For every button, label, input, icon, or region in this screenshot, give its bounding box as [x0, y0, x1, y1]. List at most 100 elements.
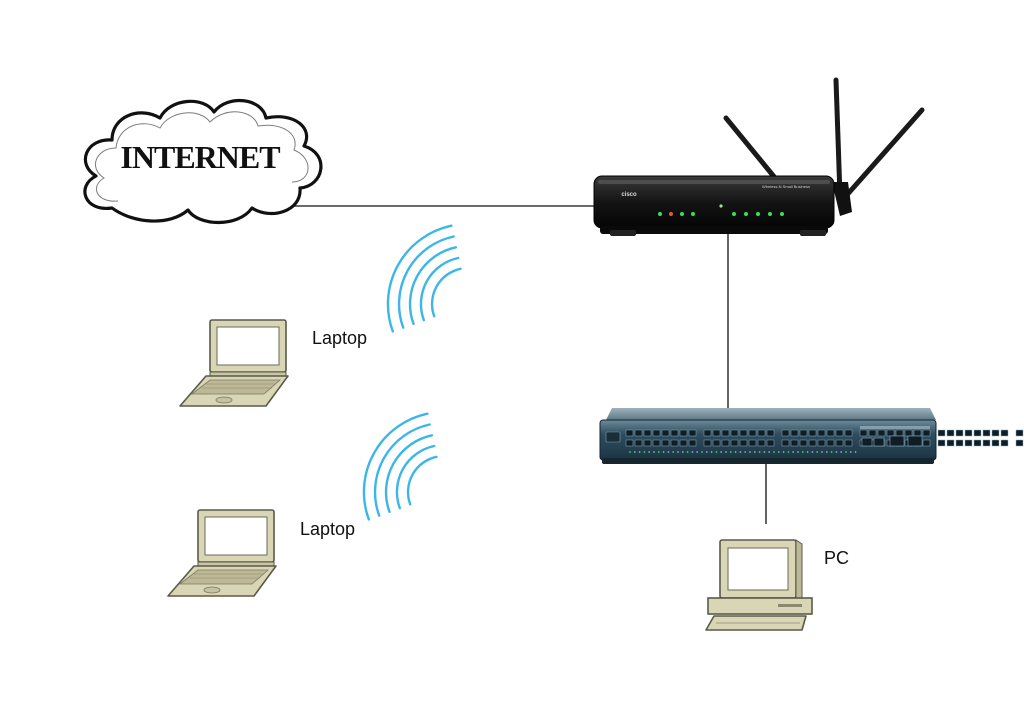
switch-port — [913, 429, 922, 437]
router-status-leds — [658, 204, 784, 216]
switch-port-led — [701, 451, 703, 453]
switch-port — [895, 429, 904, 437]
switch-port — [991, 439, 1000, 447]
switch-port — [808, 439, 817, 447]
pc-label: PC — [824, 548, 849, 568]
switch-port — [844, 429, 853, 437]
switch-port-led — [696, 451, 699, 453]
switch-port — [625, 439, 634, 447]
internet-cloud: INTERNET — [83, 98, 323, 225]
switch-port — [670, 439, 679, 447]
laptop-device-1 — [179, 319, 289, 407]
wifi-wave-arc — [395, 444, 436, 510]
switch-port — [826, 439, 835, 447]
network-switch — [599, 408, 1024, 464]
switch-port — [781, 439, 790, 447]
switch-port-led — [777, 451, 780, 453]
switch-port — [964, 439, 973, 447]
switch-port — [904, 429, 913, 437]
switch-port — [652, 439, 661, 447]
router-model-text: Wireless-N Small Business — [762, 184, 810, 189]
switch-port — [937, 429, 946, 437]
switch-port-led — [672, 451, 675, 453]
internet-label: INTERNET — [120, 139, 280, 175]
switch-port — [634, 429, 643, 437]
switch-port — [1015, 429, 1024, 437]
wifi-waves-icon — [362, 412, 438, 521]
switch-port — [679, 429, 688, 437]
switch-port — [877, 429, 886, 437]
switch-port-led — [821, 451, 823, 453]
switch-port-led — [753, 451, 756, 453]
switch-port — [946, 439, 955, 447]
switch-port-led — [657, 451, 660, 453]
laptop-device-2 — [167, 509, 277, 597]
switch-port-led — [734, 451, 737, 453]
switch-port-led — [763, 451, 766, 453]
switch-port — [1000, 429, 1009, 437]
switch-port — [946, 429, 955, 437]
switch-port-led — [638, 451, 641, 453]
switch-port-led — [787, 451, 790, 453]
switch-port — [859, 429, 868, 437]
switch-port-led — [633, 451, 636, 453]
switch-port — [808, 429, 817, 437]
switch-port — [670, 429, 679, 437]
switch-port — [652, 429, 661, 437]
wifi-wave-arc — [406, 455, 438, 506]
wifi-signal-lower — [362, 412, 438, 521]
switch-port-led — [840, 451, 843, 453]
wireless-router-icon — [593, 77, 925, 236]
switch-port — [799, 439, 808, 447]
switch-port-led — [825, 451, 828, 453]
laptop-2-label: Laptop — [300, 519, 355, 539]
switch-port — [826, 429, 835, 437]
switch-port — [688, 439, 697, 447]
switch-port-led — [749, 451, 751, 453]
switch-port — [766, 429, 775, 437]
switch-port-led — [710, 451, 713, 453]
switch-port — [688, 429, 697, 437]
laptop-icon — [179, 319, 289, 407]
switch-port-led — [739, 451, 742, 453]
switch-port — [835, 439, 844, 447]
switch-port — [922, 439, 931, 447]
wifi-wave-arc — [373, 423, 431, 517]
switch-port — [766, 439, 775, 447]
switch-port-led — [830, 451, 833, 453]
switch-port-led — [797, 451, 799, 453]
switch-port — [982, 439, 991, 447]
switch-port — [955, 429, 964, 437]
switch-port — [703, 429, 712, 437]
switch-port-led — [677, 451, 679, 453]
switch-port-led — [725, 451, 727, 453]
router-antenna-center — [833, 77, 843, 199]
switch-port-led — [806, 451, 809, 453]
switch-port — [973, 439, 982, 447]
switch-port — [868, 429, 877, 437]
wifi-wave-arc — [384, 434, 434, 513]
switch-uplink-ports — [861, 435, 923, 447]
switch-port — [757, 439, 766, 447]
switch-port — [781, 429, 790, 437]
switch-port — [964, 429, 973, 437]
router-brand: cisco — [621, 192, 637, 198]
wifi-wave-arc — [408, 246, 458, 325]
switch-port — [955, 439, 964, 447]
switch-port — [937, 439, 946, 447]
desktop-pc-device — [705, 539, 813, 631]
switch-port-led — [715, 451, 718, 453]
switch-port — [817, 429, 826, 437]
switch-port-led — [835, 451, 838, 453]
switch-port — [799, 429, 808, 437]
router-antenna-left — [723, 115, 783, 187]
connection-lines — [290, 205, 767, 524]
switch-port — [712, 429, 721, 437]
switch-port — [712, 439, 721, 447]
wifi-wave-arc — [397, 235, 455, 329]
switch-port-led — [849, 451, 852, 453]
switch-port — [625, 429, 634, 437]
switch-port — [643, 439, 652, 447]
switch-port — [835, 429, 844, 437]
switch-port-led — [629, 451, 631, 453]
